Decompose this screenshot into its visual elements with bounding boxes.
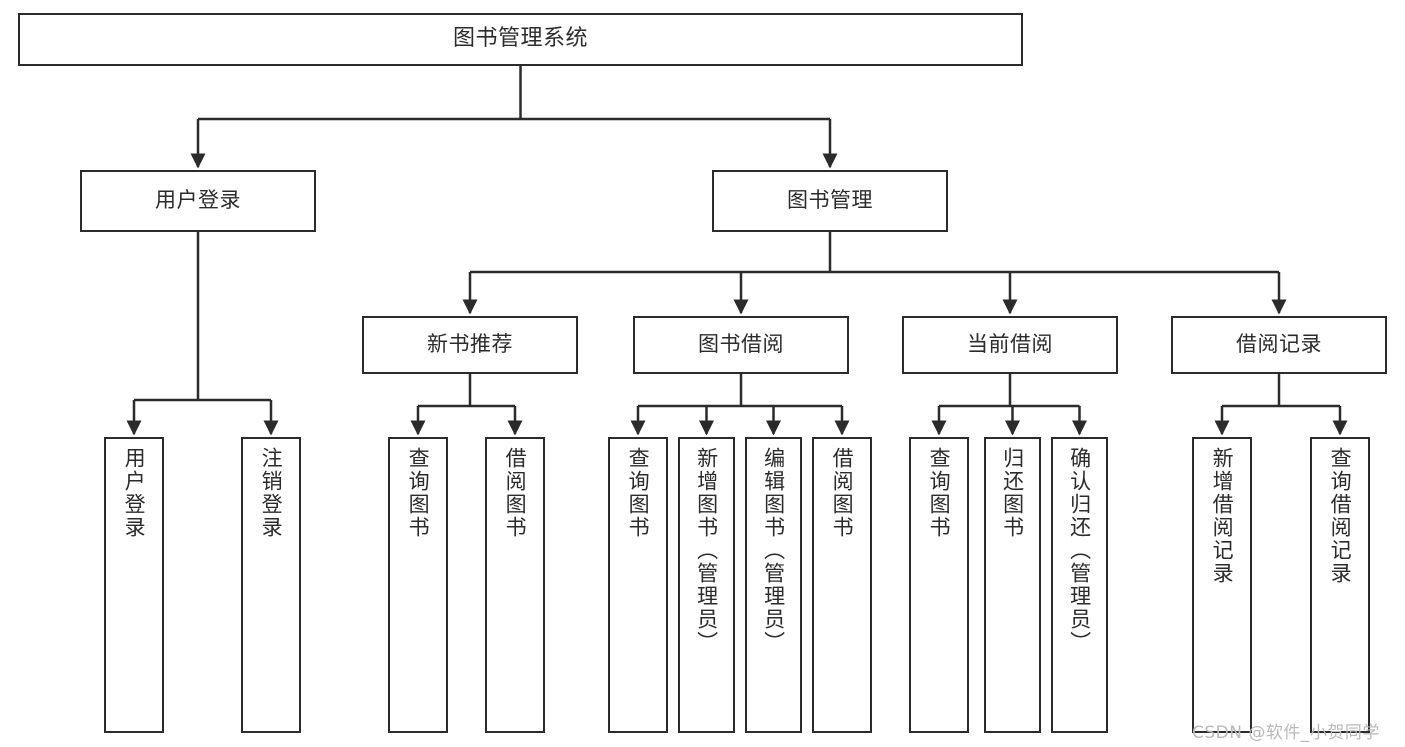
node-leaf-br-query[interactable]: 查询借阅记录 (1310, 437, 1370, 733)
node-label: 图书管理 (787, 188, 873, 213)
node-label: 确认归还（管理员） (1067, 447, 1092, 654)
node-leaf-cb-query[interactable]: 查询图书 (909, 437, 969, 733)
node-leaf-rec-query[interactable]: 查询图书 (388, 437, 448, 733)
node-borrow-record[interactable]: 借阅记录 (1171, 316, 1387, 374)
node-label: 查询图书 (626, 447, 651, 539)
node-new-book-rec[interactable]: 新书推荐 (362, 316, 578, 374)
node-current-borrow[interactable]: 当前借阅 (902, 316, 1118, 374)
node-leaf-rec-borrow[interactable]: 借阅图书 (485, 437, 545, 733)
node-label: 图书借阅 (698, 332, 784, 357)
node-label: 注销登录 (259, 447, 284, 539)
node-leaf-bb-borrow[interactable]: 借阅图书 (812, 437, 872, 733)
node-label: 借阅图书 (830, 447, 855, 539)
node-label: 归还图书 (1000, 447, 1025, 539)
node-label: 查询图书 (406, 447, 431, 539)
node-label: 新增图书（管理员） (694, 447, 719, 654)
node-leaf-cb-confirm[interactable]: 确认归还（管理员） (1051, 437, 1108, 733)
node-label: 查询借阅记录 (1328, 447, 1353, 585)
node-label: 新书推荐 (427, 332, 513, 357)
node-label: 新增借阅记录 (1210, 447, 1235, 585)
node-label: 查询图书 (927, 447, 952, 539)
node-label: 借阅图书 (503, 447, 528, 539)
node-label: 借阅记录 (1236, 332, 1322, 357)
node-label: 编辑图书（管理员） (761, 447, 786, 654)
node-user-login[interactable]: 用户登录 (80, 170, 316, 232)
node-label: 用户登录 (122, 447, 147, 539)
node-leaf-user-login[interactable]: 用户登录 (104, 437, 164, 733)
node-label: 用户登录 (155, 188, 241, 213)
node-leaf-bb-query[interactable]: 查询图书 (608, 437, 668, 733)
node-leaf-cb-return[interactable]: 归还图书 (984, 437, 1041, 733)
node-leaf-bb-edit[interactable]: 编辑图书（管理员） (745, 437, 802, 733)
node-label: 当前借阅 (967, 332, 1053, 357)
node-root[interactable]: 图书管理系统 (18, 13, 1023, 66)
node-leaf-br-add[interactable]: 新增借阅记录 (1192, 437, 1252, 733)
node-book-manage[interactable]: 图书管理 (712, 170, 948, 232)
node-leaf-user-logout[interactable]: 注销登录 (241, 437, 301, 733)
node-leaf-bb-add[interactable]: 新增图书（管理员） (678, 437, 735, 733)
node-book-borrow[interactable]: 图书借阅 (633, 316, 849, 374)
node-label: 图书管理系统 (452, 26, 588, 52)
